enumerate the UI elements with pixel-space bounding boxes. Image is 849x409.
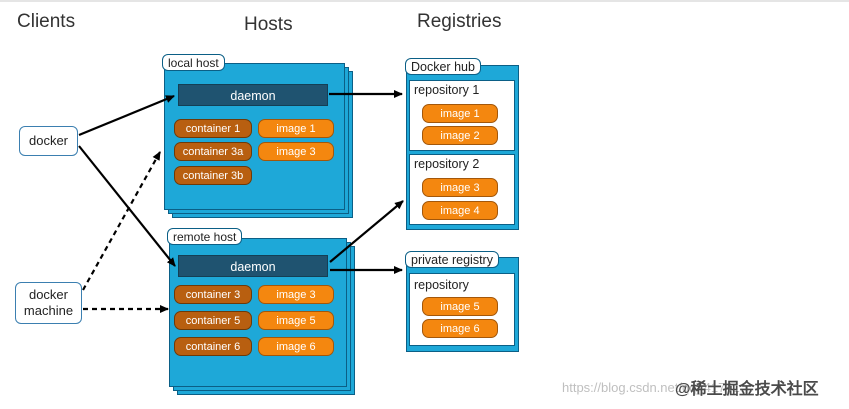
repository-label: repository 1 (414, 83, 480, 97)
container-pill: container 3b (174, 166, 252, 185)
image-pill: image 3 (422, 178, 498, 197)
brand-watermark: @稀土掘金技术社区 (675, 381, 819, 398)
url-watermark: https://blog.csdn.net/qq_41741 (562, 380, 740, 395)
repository-label: repository (414, 278, 469, 292)
remote-daemon-to-hub-arrow (329, 200, 404, 263)
docker-to-remote-arrow (78, 145, 176, 267)
docker-to-local-arrow (78, 94, 175, 137)
docker-client-label: docker (28, 133, 69, 148)
remote-host-label: remote host (167, 228, 243, 245)
docker-machine-label: docker machine (23, 287, 74, 318)
image-pill: image 5 (422, 297, 498, 316)
image-pill: image 6 (422, 319, 498, 338)
image-pill: image 2 (422, 126, 498, 145)
image-pill: image 1 (422, 104, 498, 123)
container-pill: container 5 (174, 311, 252, 330)
remote-daemon: daemon (178, 255, 328, 277)
private-registry-label: private registry (405, 251, 499, 268)
top-divider (0, 0, 849, 2)
image-pill: image 4 (422, 201, 498, 220)
repository-label: repository 2 (414, 157, 480, 171)
docker-machine-client[interactable]: docker machine (15, 282, 82, 324)
machine-to-local-arrow (82, 151, 161, 291)
container-pill: container 3a (174, 142, 252, 161)
image-pill: image 3 (258, 285, 334, 304)
registries-heading: Registries (417, 11, 502, 32)
hosts-heading: Hosts (244, 14, 293, 35)
docker-hub-label: Docker hub (405, 58, 481, 75)
image-pill: image 6 (258, 337, 334, 356)
image-pill: image 3 (258, 142, 334, 161)
container-pill: container 6 (174, 337, 252, 356)
docker-client[interactable]: docker (19, 126, 78, 156)
container-pill: container 3 (174, 285, 252, 304)
image-pill: image 1 (258, 119, 334, 138)
local-daemon: daemon (178, 84, 328, 106)
container-pill: container 1 (174, 119, 252, 138)
local-host-label: local host (162, 54, 225, 71)
image-pill: image 5 (258, 311, 334, 330)
clients-heading: Clients (17, 11, 76, 32)
